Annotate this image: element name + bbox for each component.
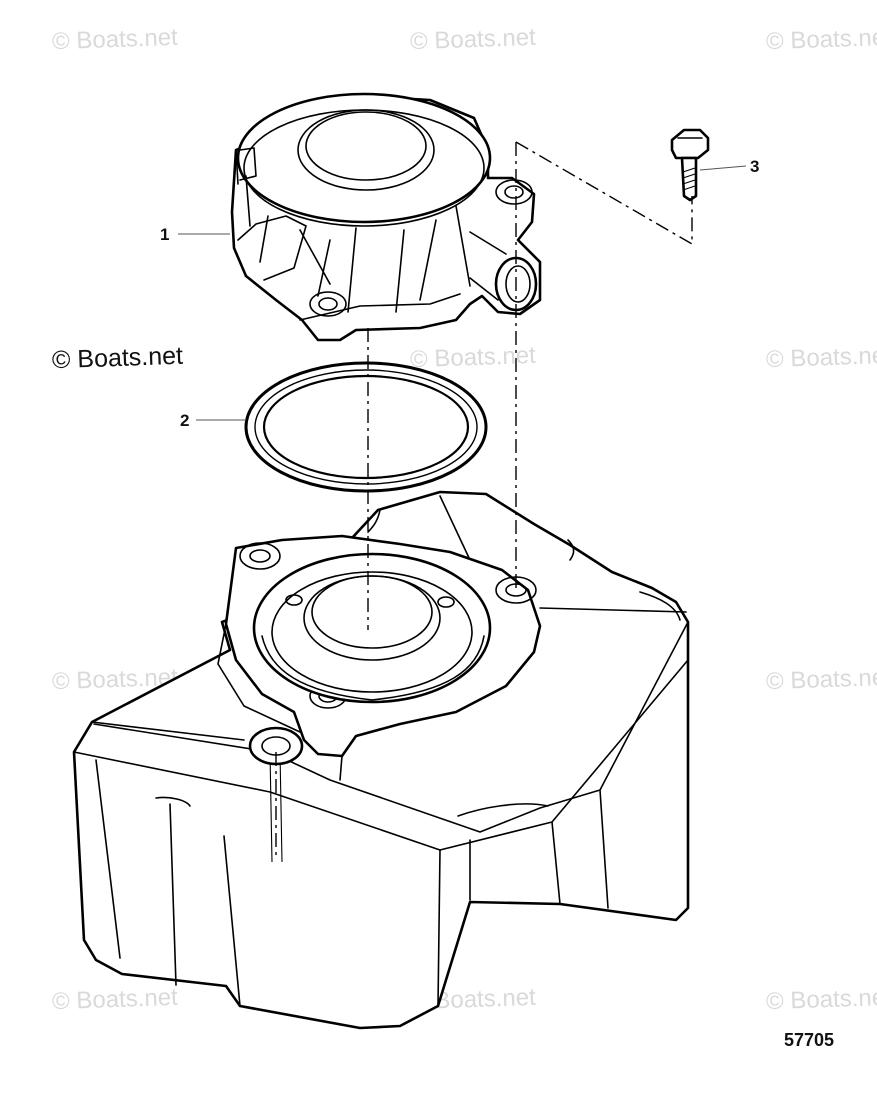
watermark-primary: © Boats.net bbox=[51, 341, 184, 375]
base-housing bbox=[72, 490, 690, 1030]
leader-lines bbox=[178, 165, 747, 421]
callout-3: 3 bbox=[750, 157, 760, 176]
figure-number: 57705 bbox=[784, 1030, 835, 1050]
callout-2: 2 bbox=[180, 411, 190, 430]
gasket-part-2 bbox=[244, 361, 488, 493]
bolt-part-3 bbox=[670, 128, 710, 202]
callout-1: 1 bbox=[160, 225, 170, 244]
housing-part-1 bbox=[230, 92, 542, 342]
assembly-centerlines bbox=[275, 141, 693, 860]
